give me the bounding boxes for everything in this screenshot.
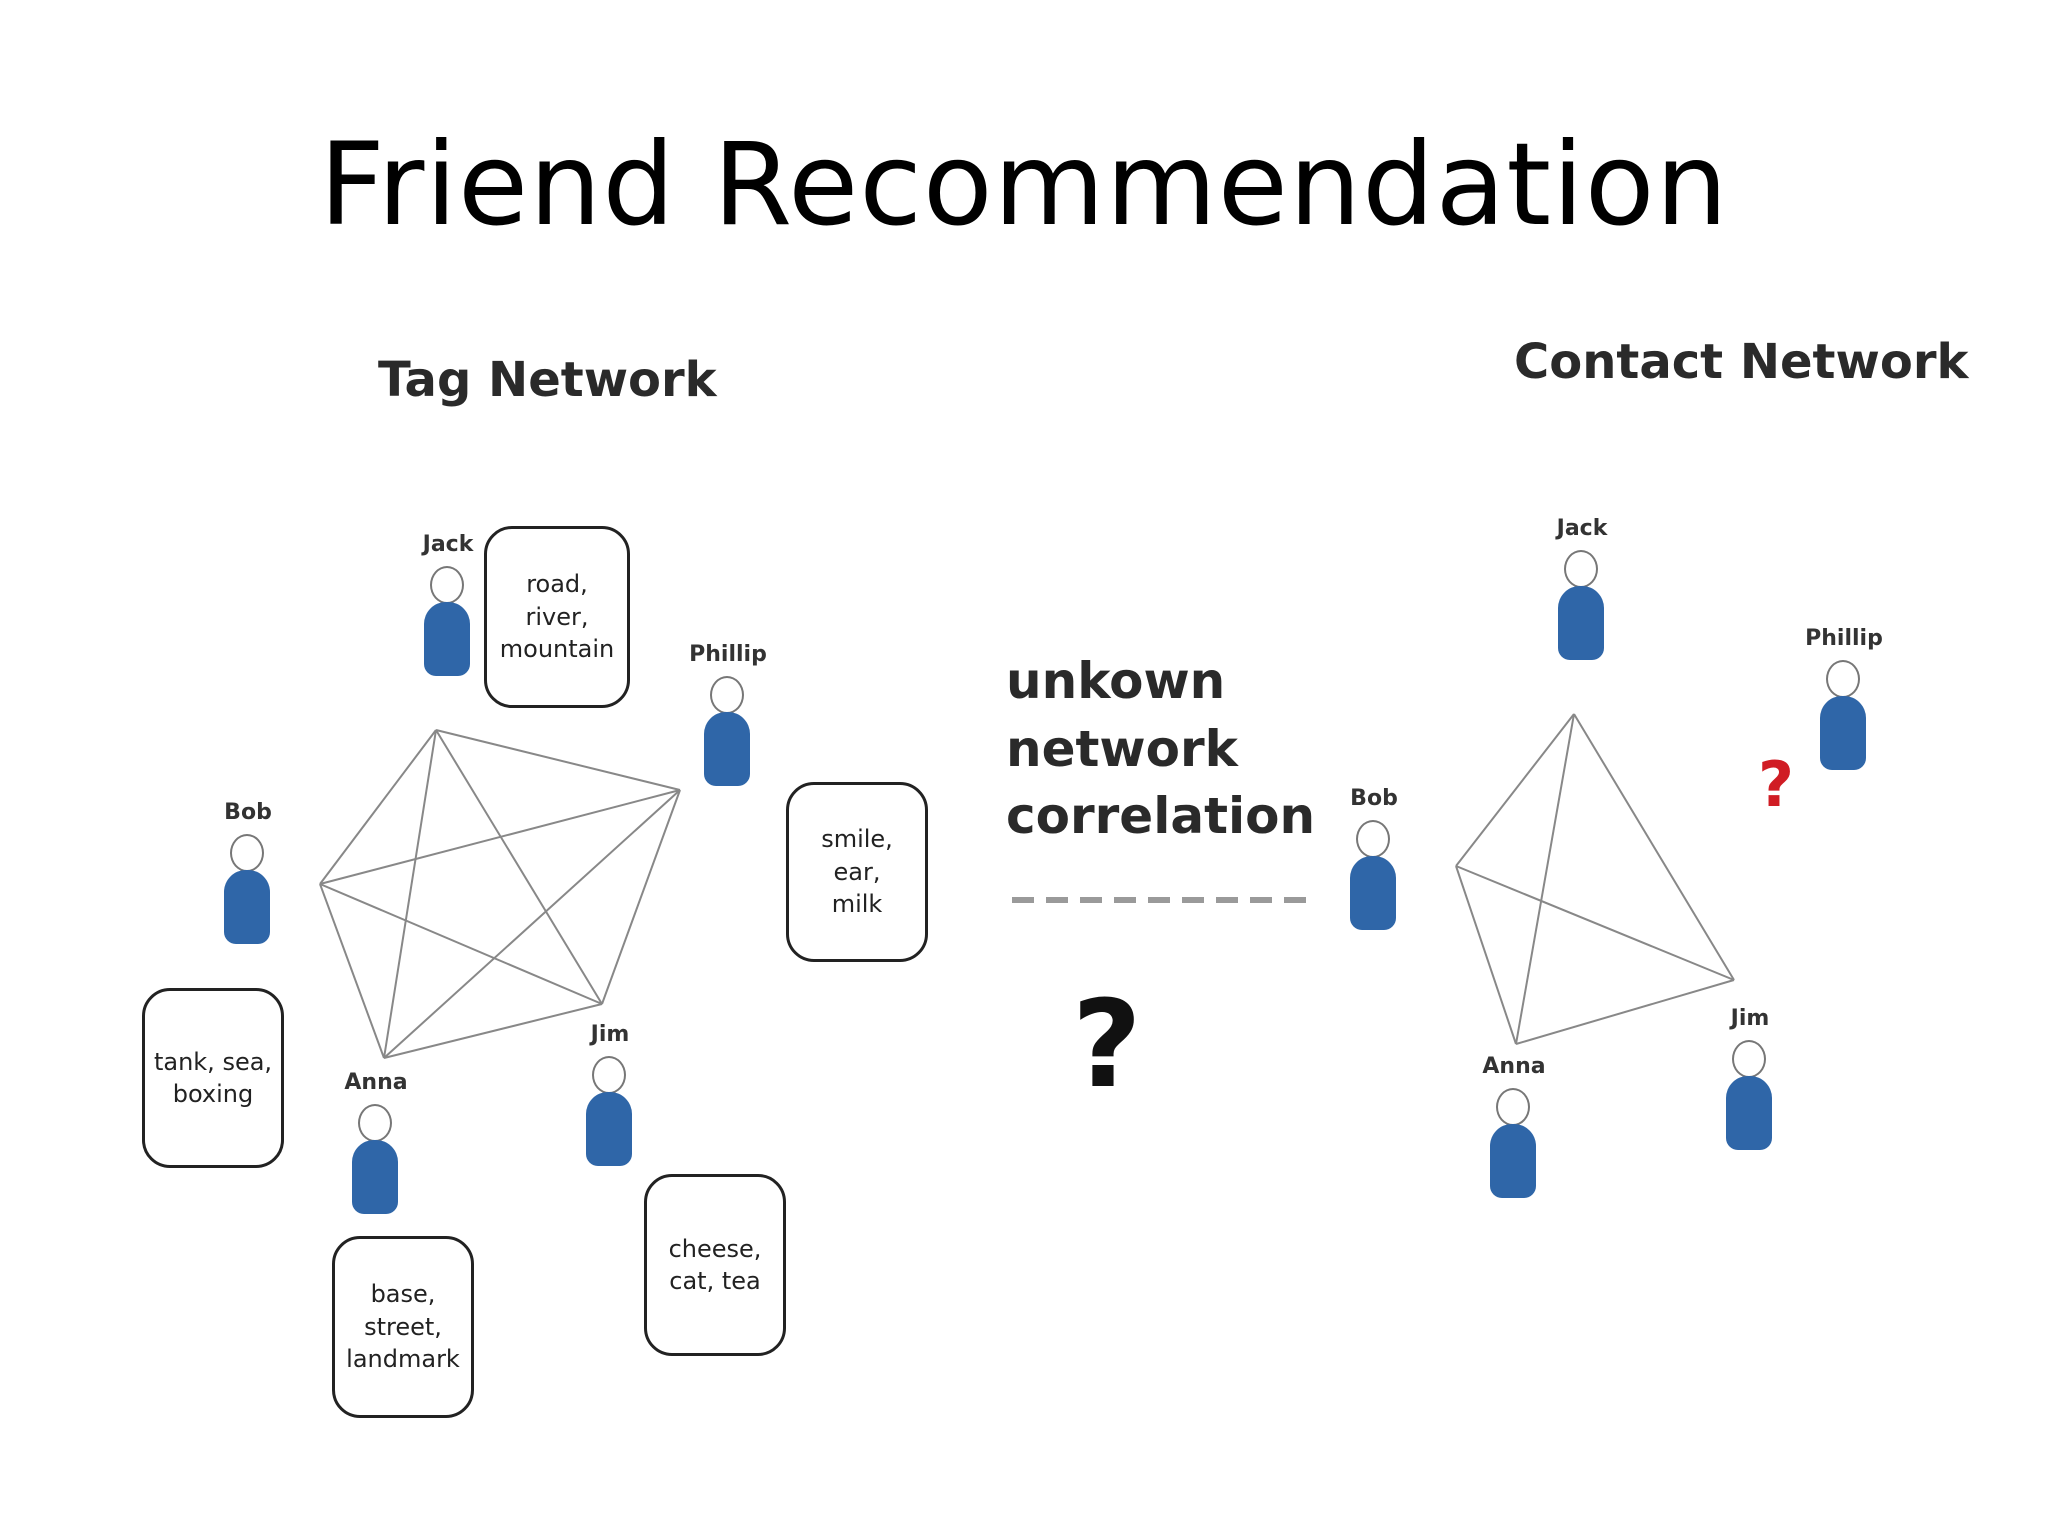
- contact-network-title: Contact Network: [1514, 334, 1969, 390]
- edge-jack-jim: [435, 729, 603, 1005]
- tag-network-edges: [319, 729, 681, 1059]
- person-name: Jack: [1556, 516, 1608, 541]
- person-body-icon: [1726, 1076, 1772, 1150]
- edge-phillip-bob: [319, 789, 681, 885]
- person-head-icon: [1496, 1088, 1530, 1126]
- person-body-icon: [1820, 696, 1866, 770]
- person-name: Anna: [344, 1070, 408, 1095]
- edge-jack-phillip: [435, 729, 681, 791]
- edge-c-jack-bob: [1455, 713, 1575, 867]
- person-head-icon: [230, 834, 264, 872]
- slide-title: Friend Recommendation: [319, 118, 1729, 251]
- person-head-icon: [710, 676, 744, 714]
- edge-c-jack-jim: [1573, 713, 1735, 981]
- person-name: Phillip: [1805, 626, 1883, 651]
- tag-box-jim: cheese, cat, tea: [644, 1174, 786, 1356]
- person-name: Bob: [224, 800, 272, 825]
- edge-c-bob-anna: [1455, 865, 1517, 1045]
- person-body-icon: [1350, 856, 1396, 930]
- edge-bob-jim: [319, 883, 603, 1005]
- edge-jack-bob: [319, 729, 437, 885]
- person-body-icon: [586, 1092, 632, 1166]
- person-head-icon: [430, 566, 464, 604]
- tag-box-bob: tank, sea, boxing: [142, 988, 284, 1168]
- person-name: Jack: [422, 532, 474, 557]
- person-body-icon: [424, 602, 470, 676]
- edge-phillip-anna: [383, 789, 681, 1059]
- tag-box-phillip: smile, ear, milk: [786, 782, 928, 962]
- tag-network-title: Tag Network: [378, 352, 717, 408]
- person-head-icon: [1564, 550, 1598, 588]
- person-body-icon: [704, 712, 750, 786]
- person-name: Bob: [1350, 786, 1398, 811]
- person-name: Phillip: [689, 642, 767, 667]
- unknown-link-question: ?: [1758, 748, 1794, 821]
- edge-jack-anna: [383, 729, 437, 1059]
- tag-box-jack: road, river, mountain: [484, 526, 630, 708]
- person-name: Jim: [1730, 1006, 1770, 1031]
- person-head-icon: [1356, 820, 1390, 858]
- edge-c-bob-jim: [1455, 865, 1735, 981]
- edge-c-anna-jim: [1515, 979, 1735, 1045]
- person-body-icon: [352, 1140, 398, 1214]
- edge-phillip-jim: [601, 789, 681, 1005]
- contact-network-edges: [1455, 713, 1735, 1045]
- person-head-icon: [358, 1104, 392, 1142]
- question-mark: ?: [1072, 976, 1142, 1115]
- person-head-icon: [1826, 660, 1860, 698]
- person-name: Anna: [1482, 1054, 1546, 1079]
- edge-anna-jim: [383, 1003, 603, 1059]
- tag-box-anna: base, street, landmark: [332, 1236, 474, 1418]
- correlation-label: unkown network correlation: [1006, 652, 1316, 845]
- person-body-icon: [1490, 1124, 1536, 1198]
- person-name: Jim: [590, 1022, 630, 1047]
- person-body-icon: [224, 870, 270, 944]
- edge-bob-anna: [319, 883, 385, 1059]
- person-body-icon: [1558, 586, 1604, 660]
- edge-c-jack-anna: [1515, 713, 1575, 1045]
- person-head-icon: [592, 1056, 626, 1094]
- person-head-icon: [1732, 1040, 1766, 1078]
